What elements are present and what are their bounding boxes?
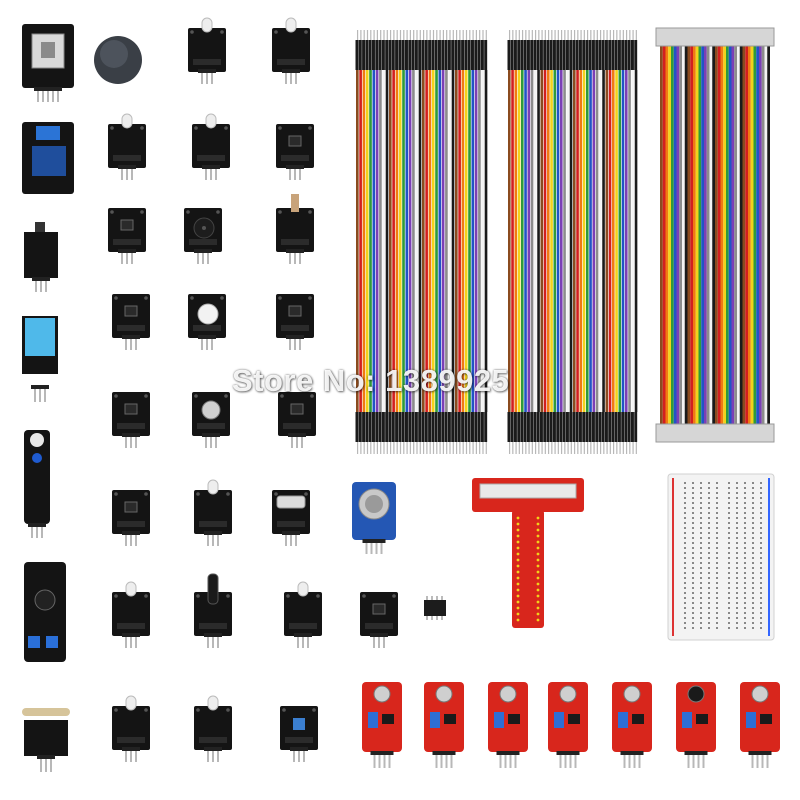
- dht11-module: [22, 316, 58, 402]
- ir-obstacle-module: [24, 562, 66, 662]
- red-sensor-module: [424, 682, 464, 768]
- sensor-module: [276, 294, 314, 350]
- sensor-module: [112, 294, 150, 350]
- sensor-module: [276, 194, 314, 264]
- sensor-module: [194, 573, 232, 648]
- sensor-module: [194, 479, 232, 546]
- sensor-module: [272, 17, 310, 84]
- sensor-module: [112, 392, 150, 448]
- red-sensor-module: [676, 682, 716, 768]
- sensor-module: [360, 592, 398, 648]
- sensor-module: [188, 17, 226, 84]
- t-cobbler-adapter: [472, 478, 584, 628]
- sensor-module: [108, 208, 146, 264]
- sensor-module: [184, 208, 222, 264]
- rainbow-ribbon-cable: [655, 27, 775, 443]
- line-tracker-module: [24, 430, 50, 538]
- store-watermark: Store No: 1389925: [232, 363, 510, 398]
- red-sensor-module: [488, 682, 528, 768]
- joystick-cap: [94, 36, 142, 84]
- sensor-module: [192, 392, 230, 448]
- red-sensor-module: [548, 682, 588, 768]
- sensor-module: [108, 113, 146, 180]
- sensor-module: [276, 124, 314, 180]
- dupont-bundle-male-male: [355, 30, 488, 454]
- sensor-module: [280, 706, 318, 762]
- sensor-module: [192, 113, 230, 180]
- ic-chip: [424, 596, 446, 620]
- sensor-module: [188, 294, 226, 350]
- red-sensor-module: [740, 682, 780, 768]
- sensor-module: [112, 490, 150, 546]
- sensor-module: [272, 490, 310, 546]
- red-sensor-module: [612, 682, 652, 768]
- dupont-bundle-female-male: [507, 30, 638, 454]
- red-sensor-module: [362, 682, 402, 768]
- sensor-module: [194, 695, 232, 762]
- breadboard: [667, 473, 775, 641]
- sensor-module: [284, 581, 322, 648]
- sensor-module: [112, 695, 150, 762]
- mq-gas-sensor-module: [352, 482, 396, 554]
- joystick-module: [22, 24, 74, 102]
- reed-switch-module: [22, 708, 70, 772]
- hall-sensor-module: [24, 222, 58, 292]
- sensor-module: [112, 581, 150, 648]
- relay-module: [22, 122, 74, 194]
- sensor-module: [278, 392, 316, 448]
